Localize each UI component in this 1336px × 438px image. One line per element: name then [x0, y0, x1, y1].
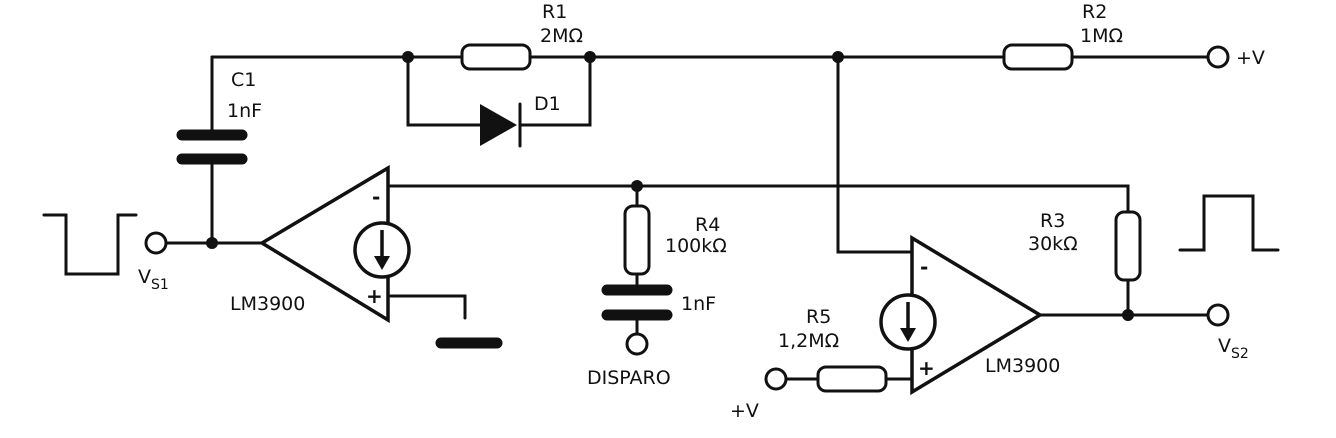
r4-value: 100kΩ [665, 235, 727, 257]
opamp-right-plus: + [918, 356, 935, 380]
junction-dot [584, 51, 596, 63]
junction-dot [832, 51, 844, 63]
c2-value: 1nF [681, 293, 716, 315]
capacitor-c2 [601, 284, 673, 321]
r4-name: R4 [695, 214, 720, 236]
d1-name: D1 [534, 93, 561, 115]
opamp-left-label: LM3900 [230, 293, 305, 315]
vs1-label: VS1 [138, 266, 169, 293]
supply-top-label: +V [1236, 47, 1265, 69]
terminal-trigger [625, 332, 649, 356]
opamp-right-label: LM3900 [985, 355, 1060, 377]
capacitor-c1 [176, 129, 248, 165]
trigger-label: DISPARO [587, 367, 671, 389]
resistor-r2 [1002, 43, 1074, 71]
r1-value: 2MΩ [540, 25, 583, 47]
r2-name: R2 [1082, 1, 1107, 23]
c1-value: 1nF [227, 100, 262, 122]
resistor-r4 [623, 204, 651, 276]
terminal-vs2 [1206, 303, 1230, 327]
resistor-r5 [816, 365, 888, 393]
junction-dot [206, 237, 218, 249]
r1-name: R1 [542, 1, 567, 23]
r2-value: 1MΩ [1080, 25, 1123, 47]
junction-dots [206, 51, 1134, 321]
opamp-left-plus: + [366, 284, 383, 308]
junction-dot [402, 51, 414, 63]
junction-dot [1122, 309, 1134, 321]
c1-name: C1 [231, 69, 256, 91]
r3-value: 30kΩ [1028, 233, 1078, 255]
r5-name: R5 [806, 306, 831, 328]
junction-dot [631, 180, 643, 192]
vs2-label: VS2 [1218, 335, 1249, 362]
output-pulse-icon [1178, 194, 1280, 252]
terminal-supply-top [1206, 45, 1230, 69]
supply-bottom-label: +V [730, 400, 759, 422]
opamp-right-minus: - [920, 255, 928, 279]
opamp-left: - + [258, 164, 411, 324]
terminal-supply-bottom [764, 367, 788, 391]
resistor-r3 [1114, 210, 1142, 282]
resistor-r1 [460, 43, 532, 71]
r5-value: 1,2MΩ [778, 330, 839, 352]
r3-name: R3 [1040, 210, 1065, 232]
input-pulse-icon [42, 213, 138, 276]
terminal-vs1 [144, 231, 168, 255]
diode-d1 [480, 102, 522, 148]
opamp-left-minus: - [372, 185, 380, 209]
opamp-right: - + [879, 234, 1044, 396]
